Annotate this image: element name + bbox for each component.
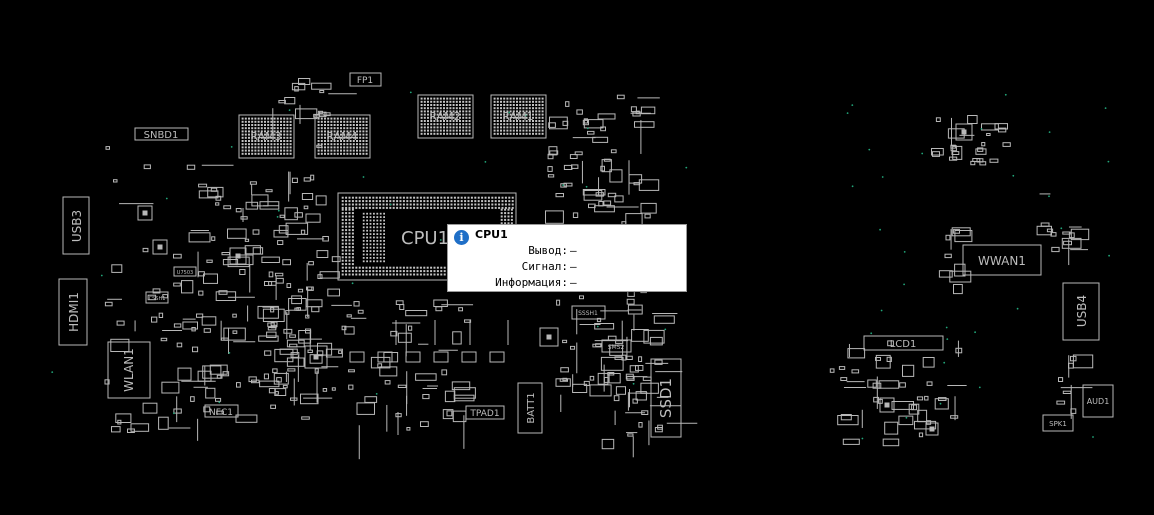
label-ram4: RAM4 bbox=[326, 130, 357, 143]
component-snbd1[interactable] bbox=[134, 127, 189, 141]
label-snbd1: SNBD1 bbox=[144, 130, 179, 141]
tooltip-key: Вывод: bbox=[528, 244, 568, 257]
component-batt1[interactable] bbox=[517, 382, 543, 434]
tooltip-key: Информация: bbox=[495, 276, 568, 289]
component-fp1[interactable] bbox=[349, 72, 382, 87]
label-usb3: USB3 bbox=[70, 210, 84, 242]
component-ram3[interactable] bbox=[238, 114, 295, 159]
label-ram3: RAM3 bbox=[250, 130, 281, 143]
label-nfc1: NFC1 bbox=[209, 408, 233, 418]
tooltip-row: Сигнал: — bbox=[448, 260, 688, 274]
component-ram1[interactable] bbox=[490, 94, 547, 139]
component-wwan1[interactable] bbox=[962, 244, 1042, 276]
label-wwan1: WWAN1 bbox=[978, 254, 1026, 268]
label-lcd1: LCD1 bbox=[890, 339, 917, 350]
label-ram2: RAM2 bbox=[429, 110, 460, 123]
tooltip-value: — bbox=[570, 244, 577, 257]
component-aud1[interactable] bbox=[1082, 384, 1114, 418]
label-tpad1: TPAD1 bbox=[469, 409, 499, 419]
label-spk1: SPK1 bbox=[1049, 420, 1067, 428]
component-spk1[interactable] bbox=[1042, 414, 1074, 432]
label-batt1: BATT1 bbox=[526, 392, 537, 423]
label-ssd1: SSD1 bbox=[657, 378, 675, 418]
component-ssd1[interactable] bbox=[650, 358, 682, 438]
tooltip-title: CPU1 bbox=[475, 228, 508, 241]
label-usb4: USB4 bbox=[1075, 295, 1089, 327]
label-sms2: SMS2 bbox=[608, 344, 625, 351]
label-ram1: RAM1 bbox=[502, 110, 533, 123]
label-cssh1: CSSH1 bbox=[149, 296, 166, 302]
label-sssh1: SSSH1 bbox=[578, 310, 598, 317]
component-lcd1[interactable] bbox=[863, 335, 944, 351]
label-fp1: FP1 bbox=[357, 76, 373, 86]
info-icon: i bbox=[454, 230, 469, 245]
component-usb3[interactable] bbox=[62, 196, 90, 255]
tooltip-value: — bbox=[570, 260, 577, 273]
tooltip-row: Информация: — bbox=[448, 276, 688, 290]
label-u7503: U7503 bbox=[177, 270, 193, 276]
tooltip-row: Вывод: — bbox=[448, 244, 688, 258]
tooltip-value: — bbox=[570, 276, 577, 289]
component-nfc1[interactable] bbox=[204, 404, 239, 418]
label-aud1: AUD1 bbox=[1087, 397, 1110, 406]
component-ram4[interactable] bbox=[314, 114, 371, 159]
component-hdmi1[interactable] bbox=[58, 278, 88, 346]
component-sssh1[interactable] bbox=[571, 305, 606, 320]
label-cpu1: CPU1 bbox=[401, 228, 449, 249]
component-usb4[interactable] bbox=[1062, 282, 1100, 341]
component-ram2[interactable] bbox=[417, 94, 474, 139]
tooltip-key: Сигнал: bbox=[521, 260, 568, 273]
label-hdmi1: HDMI1 bbox=[67, 292, 81, 332]
component-tooltip: i CPU1 Вывод: — Сигнал: — Информация: — bbox=[447, 224, 687, 292]
label-wlan1: WLAN1 bbox=[122, 348, 136, 392]
component-u7503[interactable] bbox=[173, 266, 197, 277]
